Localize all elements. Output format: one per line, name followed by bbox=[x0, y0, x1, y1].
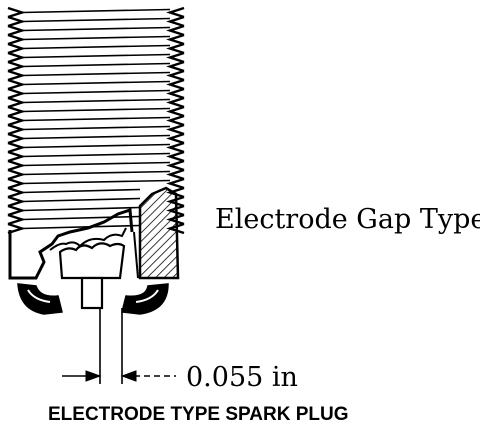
gap-measurement-label: 0.055 in bbox=[186, 362, 298, 393]
thread-line bbox=[21, 53, 171, 59]
plug-threads bbox=[7, 6, 185, 235]
thread-line bbox=[21, 98, 171, 104]
thread-line bbox=[21, 161, 171, 167]
thread-line bbox=[21, 8, 171, 14]
thread-line bbox=[21, 35, 171, 41]
thread-line bbox=[21, 134, 171, 140]
thread-line bbox=[21, 188, 141, 194]
gap-type-label: Electrode Gap Type bbox=[215, 204, 480, 235]
gap-dimension bbox=[62, 308, 176, 384]
diagram-caption: ELECTRODE TYPE SPARK PLUG bbox=[48, 404, 349, 425]
thread-line bbox=[21, 197, 141, 203]
plug-shell bbox=[8, 186, 180, 280]
thread-line bbox=[21, 71, 171, 77]
thread-line bbox=[21, 107, 171, 113]
thread-line bbox=[21, 89, 171, 95]
ground-electrode-right bbox=[121, 283, 169, 315]
thread-line bbox=[21, 224, 141, 230]
thread-line bbox=[21, 206, 141, 212]
thread-line bbox=[21, 17, 171, 23]
center-electrode bbox=[80, 276, 104, 310]
thread-edge-left bbox=[7, 6, 26, 235]
thread-line bbox=[21, 170, 171, 176]
thread-line bbox=[21, 215, 141, 221]
thread-line bbox=[21, 44, 171, 50]
thread-line bbox=[21, 80, 171, 86]
thread-line bbox=[21, 179, 171, 185]
ground-electrode-left bbox=[17, 283, 63, 315]
thread-line bbox=[21, 143, 171, 149]
thread-line bbox=[21, 116, 171, 122]
thread-line bbox=[21, 125, 171, 131]
thread-line bbox=[21, 26, 171, 32]
thread-line bbox=[21, 62, 171, 68]
thread-line bbox=[21, 152, 171, 158]
